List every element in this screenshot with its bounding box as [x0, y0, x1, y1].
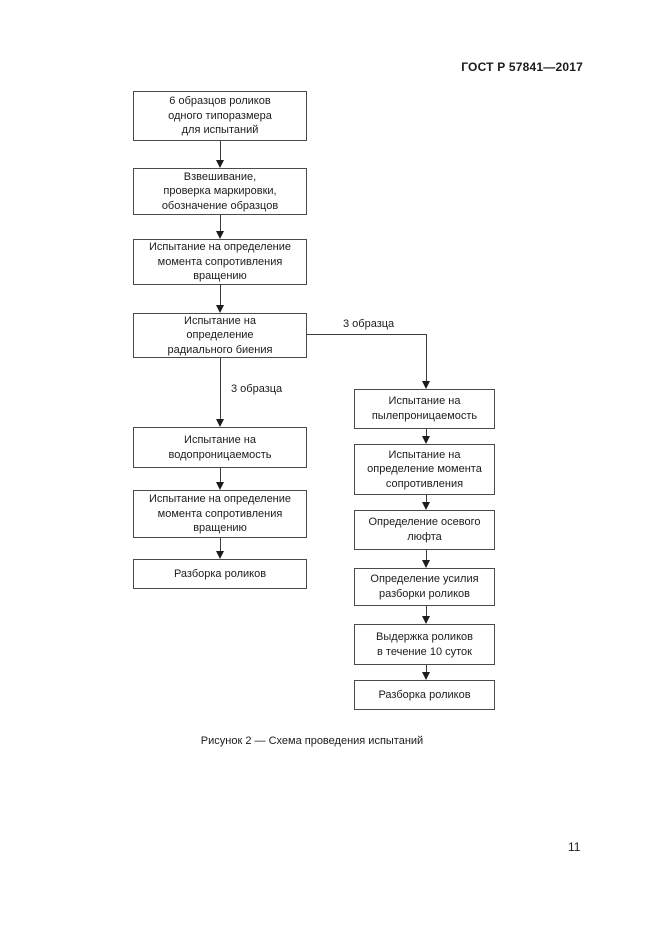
page-number: 11	[568, 840, 581, 854]
arrow-dust-torque3-line	[426, 429, 427, 438]
arrow-axial-force-line	[426, 550, 427, 562]
arrow-weighing-torque1-line	[220, 215, 221, 232]
arrow-torque3-axial-line	[426, 495, 427, 504]
branch-label-right: 3 образца	[343, 318, 395, 330]
arrow-torque1-radial-line	[220, 285, 221, 306]
arrowhead-down-icon	[422, 502, 430, 510]
arrow-holding-disassembly-line	[426, 665, 427, 674]
flow-box-holding: Выдержка роликов в течение 10 суток	[354, 624, 495, 665]
arrowhead-down-icon	[216, 551, 224, 559]
flow-box-torque-test-1: Испытание на определение момента сопроти…	[133, 239, 307, 285]
arrow-water-torque2-line	[220, 467, 221, 483]
flow-box-weighing: Взвешивание, проверка маркировки, обозна…	[133, 168, 307, 215]
flow-box-torque-test-3: Испытание на определение момента сопроти…	[354, 444, 495, 495]
flow-box-disassembly-left: Разборка роликов	[133, 559, 307, 589]
flow-box-dust-test: Испытание на пылепроницаемость	[354, 389, 495, 429]
arrowhead-down-icon	[216, 419, 224, 427]
arrowhead-down-icon	[216, 305, 224, 313]
branch-vertical-line	[426, 334, 427, 382]
document-header: ГОСТ Р 57841—2017	[461, 60, 583, 74]
arrow-samples-weighing-line	[220, 141, 221, 161]
flow-box-torque-test-2: Испытание на определение момента сопроти…	[133, 490, 307, 538]
arrowhead-down-icon	[422, 672, 430, 680]
arrowhead-down-icon	[422, 616, 430, 624]
flow-box-disassembly-right: Разборка роликов	[354, 680, 495, 710]
arrowhead-down-icon	[216, 482, 224, 490]
flow-box-axial-play: Определение осевого люфта	[354, 510, 495, 550]
flow-box-water-test: Испытание на водопроницаемость	[133, 427, 307, 468]
branch-horizontal-line	[307, 334, 427, 335]
arrowhead-down-icon	[216, 231, 224, 239]
flow-box-radial-runout: Испытание на определение радиального бие…	[133, 313, 307, 358]
arrowhead-down-icon	[216, 160, 224, 168]
flow-box-samples: 6 образцов роликов одного типоразмера дл…	[133, 91, 307, 141]
arrow-torque2-disassembly-line	[220, 538, 221, 552]
arrowhead-down-icon	[422, 560, 430, 568]
arrow-force-holding-line	[426, 606, 427, 618]
figure-caption: Рисунок 2 — Схема проведения испытаний	[200, 735, 424, 747]
arrowhead-down-icon	[422, 381, 430, 389]
flow-box-disassembly-force: Определение усилия разборки роликов	[354, 568, 495, 606]
arrowhead-down-icon	[422, 436, 430, 444]
branch-label-left: 3 образца	[231, 383, 283, 395]
arrow-radial-water-line	[220, 358, 221, 420]
